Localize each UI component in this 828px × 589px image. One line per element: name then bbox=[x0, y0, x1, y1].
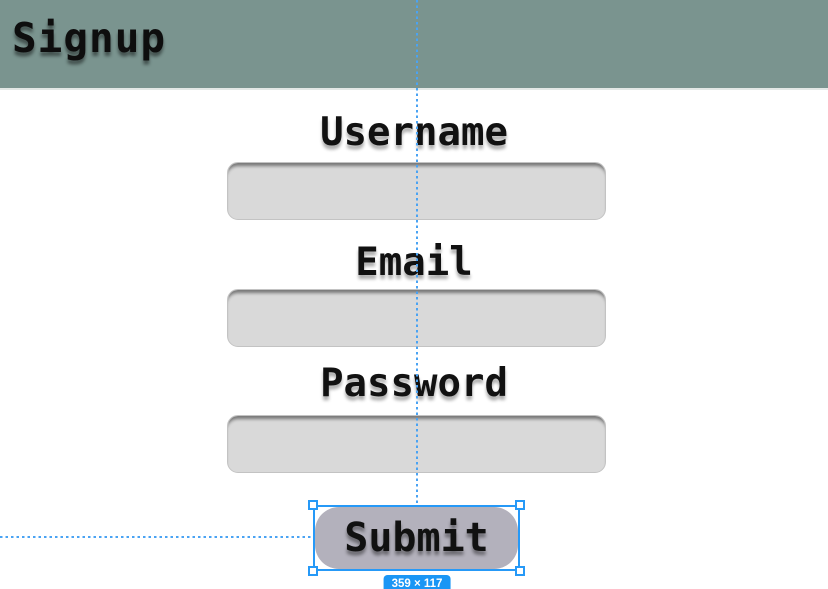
selection-handle-top-right[interactable] bbox=[515, 500, 525, 510]
submit-button[interactable]: Submit bbox=[315, 507, 518, 569]
selection-handle-bottom-right[interactable] bbox=[515, 566, 525, 576]
selection-handle-bottom-left[interactable] bbox=[308, 566, 318, 576]
header-bar: Signup bbox=[0, 0, 828, 90]
username-label: Username bbox=[320, 110, 508, 155]
email-label: Email bbox=[355, 240, 473, 285]
page-title: Signup bbox=[12, 14, 167, 62]
selection-size-badge: 359 × 117 bbox=[383, 575, 451, 589]
password-label: Password bbox=[320, 361, 508, 406]
selection-overlay: Submit bbox=[308, 500, 525, 576]
vertical-center-guide bbox=[416, 0, 418, 505]
selection-handle-top-left[interactable] bbox=[308, 500, 318, 510]
horizontal-center-guide bbox=[0, 536, 311, 538]
